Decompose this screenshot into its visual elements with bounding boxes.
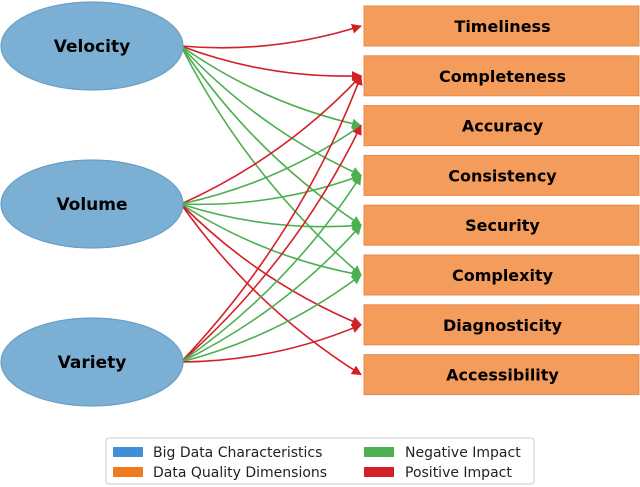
characteristic-ellipse bbox=[0, 317, 184, 407]
dimension-node-accuracy: Accuracy bbox=[363, 105, 640, 147]
characteristic-node-variety: Variety bbox=[0, 317, 184, 407]
legend-item-big-data-characteristics: Big Data Characteristics bbox=[113, 445, 322, 461]
edge-velocity-to-consistency-negative bbox=[180, 45, 362, 177]
legend-item-data-quality-dimensions: Data Quality Dimensions bbox=[113, 465, 327, 481]
edge-volume-to-consistency-negative bbox=[180, 173, 362, 206]
dimension-label: Accuracy bbox=[462, 117, 544, 136]
edge-velocity-to-security-negative bbox=[180, 45, 362, 226]
dimension-box bbox=[363, 5, 640, 47]
edge-velocity-to-completeness-positive bbox=[180, 45, 362, 82]
dimension-label: Consistency bbox=[448, 166, 557, 185]
legend-swatch bbox=[113, 447, 143, 457]
characteristic-label: Variety bbox=[58, 353, 127, 373]
dimension-box bbox=[363, 304, 640, 346]
edge-volume-to-accuracy-negative bbox=[180, 124, 362, 205]
dimension-box bbox=[363, 105, 640, 147]
dimension-node-complexity: Complexity bbox=[363, 254, 640, 296]
edge-velocity-to-complexity-negative bbox=[180, 45, 362, 276]
edge-variety-to-complexity-negative bbox=[180, 274, 362, 363]
dimension-node-security: Security bbox=[363, 204, 640, 246]
dimension-label: Diagnosticity bbox=[443, 316, 563, 335]
dimension-node-consistency: Consistency bbox=[363, 154, 640, 196]
dimension-box bbox=[363, 55, 640, 97]
edge-variety-to-completeness-positive bbox=[180, 74, 363, 363]
legend-label: Negative Impact bbox=[405, 445, 521, 461]
edge-variety-to-security-negative bbox=[180, 224, 362, 363]
dimension-label: Security bbox=[465, 216, 540, 235]
dimension-label: Completeness bbox=[439, 67, 566, 86]
dimension-node-accessibility: Accessibility bbox=[363, 354, 640, 396]
characteristic-label: Velocity bbox=[54, 37, 130, 57]
characteristic-label: Volume bbox=[56, 195, 127, 215]
edge-variety-to-diagnosticity-positive bbox=[180, 323, 362, 363]
edge-volume-to-accessibility-positive bbox=[180, 203, 362, 376]
legend-label: Data Quality Dimensions bbox=[153, 465, 327, 481]
characteristic-node-volume: Volume bbox=[0, 159, 184, 249]
dimension-node-diagnosticity: Diagnosticity bbox=[363, 304, 640, 346]
dimension-label: Complexity bbox=[452, 266, 554, 285]
edge-variety-to-accuracy-positive bbox=[180, 124, 362, 363]
dimension-label: Timeliness bbox=[454, 17, 550, 36]
dimension-node-timeliness: Timeliness bbox=[363, 5, 640, 47]
characteristic-ellipse bbox=[0, 1, 184, 91]
edges-layer bbox=[180, 23, 363, 376]
legend-frame bbox=[105, 437, 535, 485]
dimension-box bbox=[363, 204, 640, 246]
edge-velocity-to-accuracy-negative bbox=[180, 45, 362, 129]
dimension-box bbox=[363, 254, 640, 296]
legend-swatch bbox=[113, 467, 143, 477]
edge-volume-to-security-negative bbox=[180, 203, 362, 231]
legend-swatch bbox=[364, 467, 394, 477]
dimension-box bbox=[363, 154, 640, 196]
edge-volume-to-diagnosticity-positive bbox=[180, 203, 362, 326]
legend-swatch bbox=[364, 447, 394, 457]
edge-velocity-to-timeliness-positive bbox=[180, 23, 362, 49]
legend-label: Big Data Characteristics bbox=[153, 445, 322, 461]
legend-item-negative-impact: Negative Impact bbox=[364, 445, 521, 461]
edge-volume-to-completeness-positive bbox=[180, 75, 362, 205]
dimension-node-completeness: Completeness bbox=[363, 55, 640, 97]
legend-label: Positive Impact bbox=[405, 465, 512, 481]
dimension-label: Accessibility bbox=[446, 366, 559, 385]
edge-variety-to-consistency-negative bbox=[180, 174, 362, 363]
edge-volume-to-complexity-negative bbox=[180, 203, 362, 279]
characteristic-node-velocity: Velocity bbox=[0, 1, 184, 91]
characteristic-ellipse bbox=[0, 159, 184, 249]
dimension-box bbox=[363, 354, 640, 396]
legend-item-positive-impact: Positive Impact bbox=[364, 465, 512, 481]
